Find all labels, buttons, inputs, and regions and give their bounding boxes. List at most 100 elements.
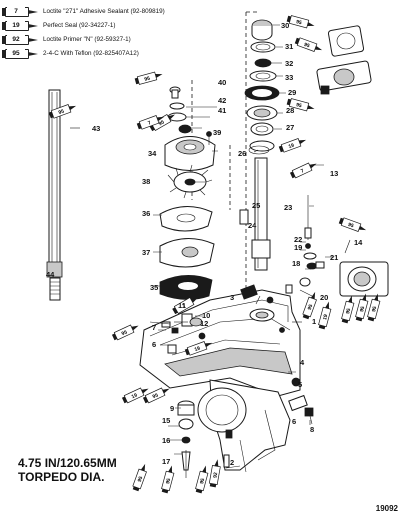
shift-linkage-18-22 (299, 243, 325, 297)
callout-number: 40 (218, 78, 226, 87)
bearing-carrier-27-29 (244, 85, 280, 152)
callout-number: 11 (178, 301, 186, 310)
sealant-tube-icon: 95 (294, 37, 323, 52)
sealant-tube-code: 19 (322, 314, 329, 321)
sealant-tube-code: 19 (131, 392, 139, 400)
callout-number: 37 (142, 248, 150, 257)
callout-number: 9 (170, 404, 174, 413)
sealant-tube-icon: 92 (2, 34, 39, 45)
callout-number: 43 (92, 124, 100, 133)
callout-number: 29 (288, 88, 296, 97)
callout-number: 17 (162, 457, 170, 466)
sealant-tube-code: 7 (182, 303, 188, 310)
sealant-tube-icon: 95 (367, 293, 381, 322)
sealant-tube-code: 95 (158, 119, 166, 127)
driveshaft-24 (251, 157, 271, 271)
callout-number: 4 (300, 358, 305, 367)
sealant-tube-icon: 7 (289, 162, 317, 179)
sealant-tube-code: 95 (137, 475, 145, 482)
callout-number: 6 (152, 340, 156, 349)
sealant-tube-icon: 95 (355, 293, 369, 322)
sealant-tube-icon: 95 (338, 217, 367, 232)
sealant-tube-code: 95 (371, 306, 378, 313)
callout-number: 21 (330, 253, 338, 262)
callout-number: 27 (286, 123, 294, 132)
legend-row-2: 19 Perfect Seal (92-34227-1) (2, 19, 116, 32)
callout-number: 35 (150, 283, 158, 292)
callout-layer: 1234566789101112131415161718192021222324… (46, 21, 363, 467)
sealant-tube-icon: 95 (286, 98, 315, 112)
legend-text: Loctite Primer "N" (92-59327-1) (43, 36, 131, 43)
callout-number: 26 (238, 149, 246, 158)
sealant-tube-icon: 19 (121, 387, 149, 404)
callout-number: 39 (213, 128, 221, 137)
caption-line-1: 4.75 IN/120.65MM (18, 456, 117, 470)
sealant-tube-code: 19 (194, 345, 201, 353)
callout-number: 6 (292, 417, 296, 426)
callout-number: 38 (142, 177, 150, 186)
callout-number: 10 (202, 311, 210, 320)
caption-line-2: TORPEDO DIA. (18, 470, 105, 484)
callout-number: 36 (142, 209, 150, 218)
sealant-tube-code: 95 (347, 222, 354, 230)
sealant-tube-code: 95 (303, 42, 310, 50)
sealant-tube-icon: 7 (136, 115, 165, 130)
sealant-tube-icon: 95 (195, 465, 209, 494)
sealant-tube-icon: 95 (134, 71, 163, 85)
sealant-tube-icon: 95 (302, 291, 317, 320)
legend-row-4: 95 2-4-C With Teflon (92-825407A12) (2, 47, 139, 60)
sealant-tube-icon: 7 (172, 297, 198, 315)
sealant-tube-code: 92 (212, 472, 219, 479)
callout-number: 5 (298, 380, 302, 389)
callout-number: 42 (218, 96, 226, 105)
sealant-tube-code: 7 (147, 120, 152, 127)
sealant-tube-icon: 95 (2, 48, 39, 59)
callout-number: 14 (354, 238, 363, 247)
callout-number: 25 (252, 201, 260, 210)
sealant-tube-code: 95 (199, 478, 206, 485)
callout-number: 13 (330, 169, 338, 178)
small-hardware-left (149, 284, 258, 354)
sealant-tube-code: 95 (58, 108, 65, 116)
sealant-tube-icon: 19 (278, 138, 307, 153)
sealant-tube-code: 95 (152, 392, 160, 400)
sealant-tube-icon: 92 (208, 459, 221, 488)
legend-text: Perfect Seal (92-34227-1) (43, 22, 116, 29)
sealant-tube-code: 95 (295, 19, 302, 26)
sealant-tube-icon: 95 (111, 324, 139, 341)
callout-number: 33 (285, 73, 293, 82)
figure-id: 19092 (375, 504, 398, 513)
callout-number: 7 (152, 323, 156, 332)
callout-number: 44 (46, 270, 55, 279)
callout-number: 34 (148, 149, 157, 158)
sealant-tube-icon: 19 (2, 20, 39, 31)
hardware-lower-left (177, 400, 195, 478)
sealant-tube-icon: 95 (286, 15, 315, 29)
bearing-stack-30-33 (249, 19, 277, 82)
shift-shaft-13 (304, 85, 330, 240)
gearcase-torpedo (197, 379, 291, 473)
sealant-tube-code: 95 (359, 306, 366, 313)
callout-number: 31 (285, 42, 293, 51)
gear-housing-1 (139, 284, 301, 397)
callout-number: 28 (286, 106, 294, 115)
callout-number: 8 (310, 425, 314, 434)
callout-number: 15 (162, 416, 170, 425)
driveshaft-44 (46, 89, 63, 301)
callout-number: 19 (294, 243, 302, 252)
callout-number: 2 (230, 458, 234, 467)
sealant-tube-icon: 95 (161, 465, 175, 494)
callout-number: 24 (248, 221, 257, 230)
legend-text: 2-4-C With Teflon (92-825407A12) (43, 50, 139, 57)
sealant-tube-icon: 19 (184, 341, 213, 356)
sealant-tube-code: 7 (300, 168, 305, 175)
callout-number: 18 (292, 259, 300, 268)
sealant-tube-icon: 7 (2, 6, 39, 17)
sealant-tube-code: 95 (345, 308, 352, 315)
leader-lines (70, 24, 351, 455)
callout-number: 20 (320, 293, 328, 302)
sealant-tube-icon: 95 (48, 104, 77, 119)
sealant-tube-code: 95 (295, 102, 302, 109)
